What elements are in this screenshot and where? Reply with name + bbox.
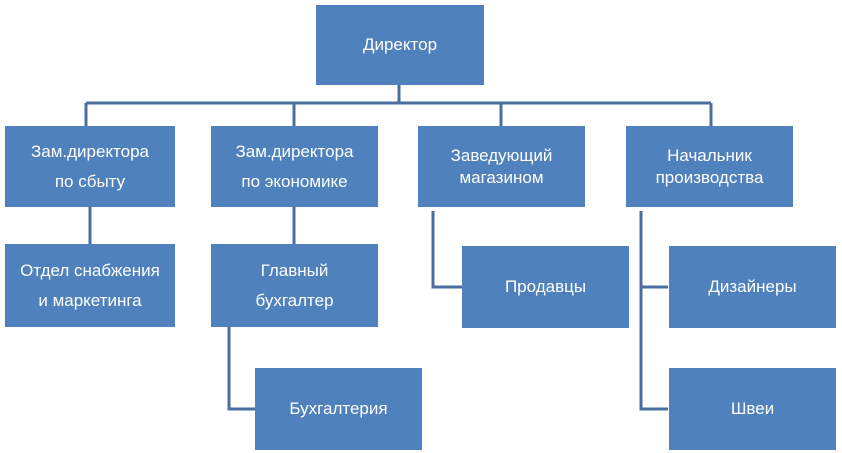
store-manager-line1: Заведующий [450, 145, 553, 165]
box-seamstresses: Швеи [669, 368, 836, 450]
connector-production-head-seamstresses [639, 211, 668, 411]
box-supply-marketing-dept: Отдел снабжения и маркетинга [5, 244, 175, 327]
seamstresses-label: Швеи [730, 399, 775, 418]
connector-store-manager-sellers [431, 211, 463, 289]
box-deputy-sales: Зам.директора по сбыту [5, 126, 175, 207]
supply-marketing-line2: и маркетинга [38, 290, 142, 310]
accounting-label: Бухгалтерия [289, 399, 388, 418]
chief-accountant-line1: Главный [260, 260, 329, 280]
designers-label: Дизайнеры [708, 277, 797, 296]
deputy-sales-line1: Зам.директора [30, 141, 150, 161]
connector-chief-accountant-accounting [227, 327, 256, 411]
deputy-economics-line2: по экономике [241, 171, 348, 191]
director-label: Директор [362, 35, 438, 54]
box-chief-accountant: Главный бухгалтер [211, 244, 378, 327]
box-deputy-economics: Зам.директора по экономике [211, 126, 378, 207]
box-accounting: Бухгалтерия [255, 368, 422, 450]
store-manager-line2: магазином [459, 167, 544, 187]
box-designers: Дизайнеры [669, 246, 836, 328]
sellers-label: Продавцы [504, 277, 587, 296]
box-director: Директор [316, 5, 484, 85]
box-store-manager: Заведующий магазином [418, 126, 585, 207]
deputy-economics-line1: Зам.директора [235, 141, 354, 161]
chief-accountant-line2: бухгалтер [255, 290, 334, 310]
box-production-head: Начальник производства [626, 126, 793, 207]
box-sellers: Продавцы [462, 246, 629, 328]
production-head-line1: Начальник [667, 145, 752, 165]
deputy-sales-line2: по сбыту [54, 171, 126, 191]
production-head-line2: производства [655, 167, 764, 187]
supply-marketing-line1: Отдел снабжения [20, 260, 160, 280]
